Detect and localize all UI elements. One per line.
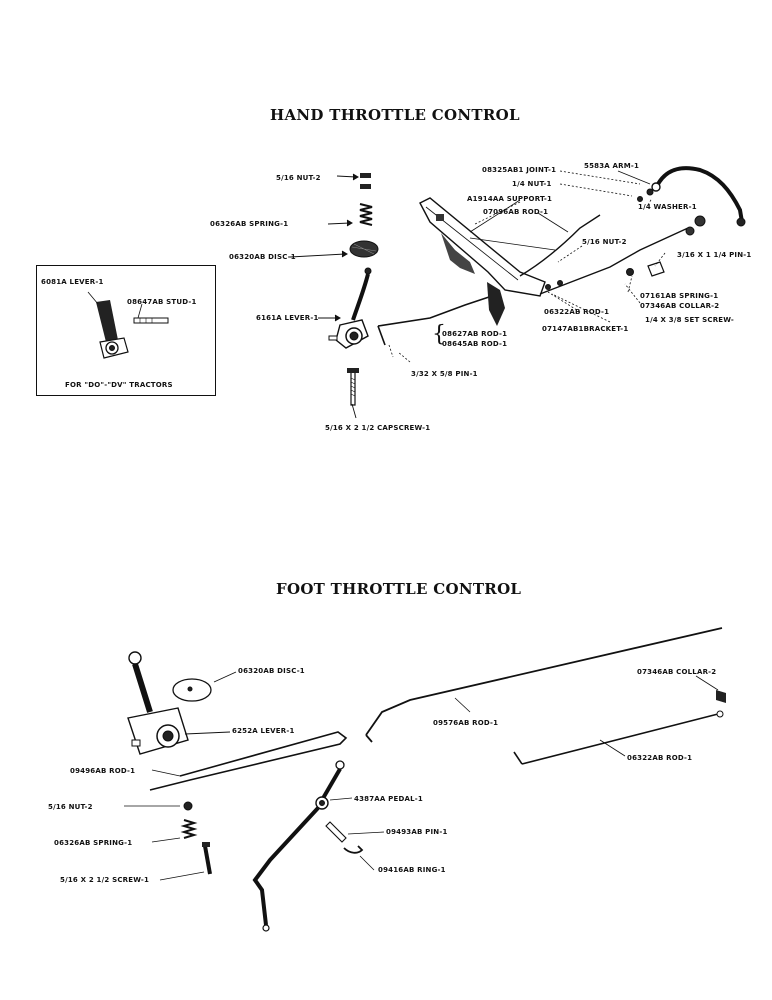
rod-09576-part bbox=[365, 627, 723, 743]
label-set-screw: 1/4 X 3/8 SET SCREW- bbox=[645, 316, 735, 324]
label-joint-08325: 08325AB1 JOINT-1 bbox=[482, 166, 557, 174]
label-ring-09416: 09416AB RING-1 bbox=[378, 866, 446, 874]
label-foot-screw: 5/16 X 2 1/2 SCREW-1 bbox=[60, 876, 150, 884]
label-rod-09496: 09496AB ROD-1 bbox=[70, 767, 136, 775]
label-spring-07161: 07161AB SPRING-1 bbox=[640, 292, 719, 300]
capscrew-part bbox=[347, 368, 359, 406]
label-lever-6161a: 6161A LEVER-1 bbox=[256, 314, 319, 322]
label-rod-06322: 06322AB ROD-1 bbox=[544, 308, 610, 316]
label-capscrew: 5/16 X 2 1/2 CAPSCREW-1 bbox=[325, 424, 431, 432]
foot-screw-part bbox=[202, 842, 212, 875]
label-pin-3-16: 3/16 X 1 1/4 PIN-1 bbox=[677, 251, 752, 259]
label-foot-collar-07346: 07346AB COLLAR-2 bbox=[637, 668, 717, 676]
label-pin-09493: 09493AB PIN-1 bbox=[386, 828, 448, 836]
label-arm-5583a: 5583A ARM-1 bbox=[584, 162, 640, 170]
foot-disc-part bbox=[172, 678, 212, 702]
rod-08627-part bbox=[377, 295, 493, 346]
inset-stud-part bbox=[133, 317, 169, 324]
arm-part bbox=[651, 166, 746, 227]
label-rod-08645: 08645AB ROD-1 bbox=[442, 340, 508, 348]
label-washer: 1/4 WASHER-1 bbox=[638, 203, 697, 211]
foot-nut-part bbox=[183, 801, 193, 811]
foot-spring-part bbox=[180, 819, 198, 839]
inset-do-dv-tractors: 6081A LEVER-1 08647AB STUD-1 FOR "DO"-"D… bbox=[36, 265, 216, 396]
label-foot-nut-2: 5/16 NUT-2 bbox=[48, 803, 93, 811]
label-spring-06326: 06326AB SPRING-1 bbox=[210, 220, 289, 228]
label-foot-spring-06326: 06326AB SPRING-1 bbox=[54, 839, 133, 847]
label-pedal-4387aa: 4387AA PEDAL-1 bbox=[354, 795, 423, 803]
rod-06322-part bbox=[539, 227, 689, 295]
rod-brace: { bbox=[432, 322, 446, 347]
rod-09496-part bbox=[149, 731, 348, 791]
collar-part bbox=[694, 215, 706, 227]
hand-throttle-title: HAND THROTTLE CONTROL bbox=[270, 106, 520, 124]
label-disc-06320: 06320AB DISC-1 bbox=[229, 253, 296, 261]
foot-collar-part bbox=[716, 690, 726, 703]
nut-part bbox=[360, 173, 371, 189]
rod-06322-foot-part bbox=[513, 710, 724, 765]
label-foot-disc-06320: 06320AB DISC-1 bbox=[238, 667, 305, 675]
foot-pin-part bbox=[325, 821, 347, 843]
pedal-part bbox=[252, 760, 345, 932]
label-rod-09576: 09576AB ROD-1 bbox=[433, 719, 499, 727]
label-nut-2-right: 5/16 NUT-2 bbox=[582, 238, 627, 246]
foot-throttle-title: FOOT THROTTLE CONTROL bbox=[276, 580, 522, 598]
rod-07096-part bbox=[519, 214, 601, 277]
label-nut-1: 1/4 NUT-1 bbox=[512, 180, 552, 188]
hand-lever-part bbox=[328, 267, 372, 349]
label-nut-2: 5/16 NUT-2 bbox=[276, 174, 321, 182]
label-inset-lever-6081a: 6081A LEVER-1 bbox=[41, 278, 104, 286]
inset-caption: FOR "DO"-"DV" TRACTORS bbox=[65, 381, 173, 389]
label-support-a1914aa: A1914AA SUPPORT-1 bbox=[467, 195, 553, 203]
disc-part bbox=[349, 240, 379, 258]
label-pin-3-32: 3/32 X 5/8 PIN-1 bbox=[411, 370, 478, 378]
foot-lever-part bbox=[127, 651, 189, 755]
label-rod-07096: 07096AB ROD-1 bbox=[483, 208, 549, 216]
label-bracket-07147: 07147AB1BRACKET-1 bbox=[542, 325, 629, 333]
label-inset-stud-08647: 08647AB STUD-1 bbox=[127, 298, 197, 306]
inset-lever-part bbox=[96, 300, 129, 359]
support-bracket-part bbox=[419, 197, 556, 326]
label-foot-lever-6252a: 6252A LEVER-1 bbox=[232, 727, 295, 735]
label-rod-08627: 08627AB ROD-1 bbox=[442, 330, 508, 338]
foot-ring-part bbox=[343, 845, 364, 854]
joint-part bbox=[646, 188, 654, 196]
spring-part bbox=[359, 203, 373, 226]
label-foot-rod-06322: 06322AB ROD-1 bbox=[627, 754, 693, 762]
label-collar-07346: 07346AB COLLAR-2 bbox=[640, 302, 720, 310]
